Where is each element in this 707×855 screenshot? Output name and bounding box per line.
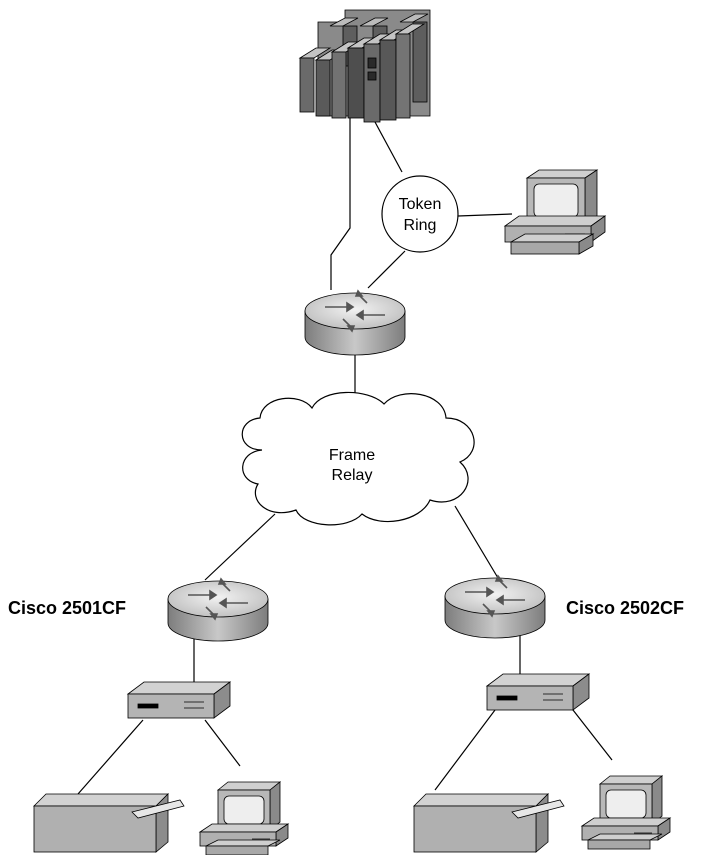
right-modem-ws-link — [572, 709, 613, 761]
serial-link — [330, 118, 351, 290]
printer-icon — [33, 793, 185, 853]
token-ring-line2: Ring — [404, 217, 437, 234]
token-ring-icon: Token Ring — [381, 175, 459, 253]
mainframe-icon — [298, 9, 431, 123]
token-ring-line1: Token — [399, 196, 442, 213]
router-icon — [304, 289, 406, 356]
frame-relay-line1: Frame — [329, 447, 375, 464]
token-router-link — [367, 250, 406, 289]
frame-relay-cloud-icon: Frame Relay — [241, 391, 475, 526]
cloud-left-router-link — [204, 513, 276, 581]
connection-lines — [77, 118, 613, 795]
left-modem-ws-link — [204, 719, 241, 767]
right-modem-printer-link — [434, 709, 496, 791]
token-workstation-link — [457, 213, 513, 217]
workstation-icon — [198, 781, 290, 855]
modem-icon — [126, 681, 232, 719]
cloud-right-router-link — [454, 505, 499, 579]
mainframe-token-link — [374, 121, 403, 173]
left-router-label: Cisco 2501CF — [8, 598, 126, 618]
printer-icon — [413, 793, 565, 853]
workstation-icon — [503, 169, 607, 255]
frame-relay-line2: Relay — [332, 467, 373, 484]
router-icon — [444, 574, 546, 639]
left-modem-printer-link — [77, 719, 144, 795]
workstation-icon — [580, 775, 672, 850]
modem-icon — [485, 673, 591, 711]
right-router-label: Cisco 2502CF — [566, 598, 684, 618]
router-icon — [167, 577, 269, 642]
